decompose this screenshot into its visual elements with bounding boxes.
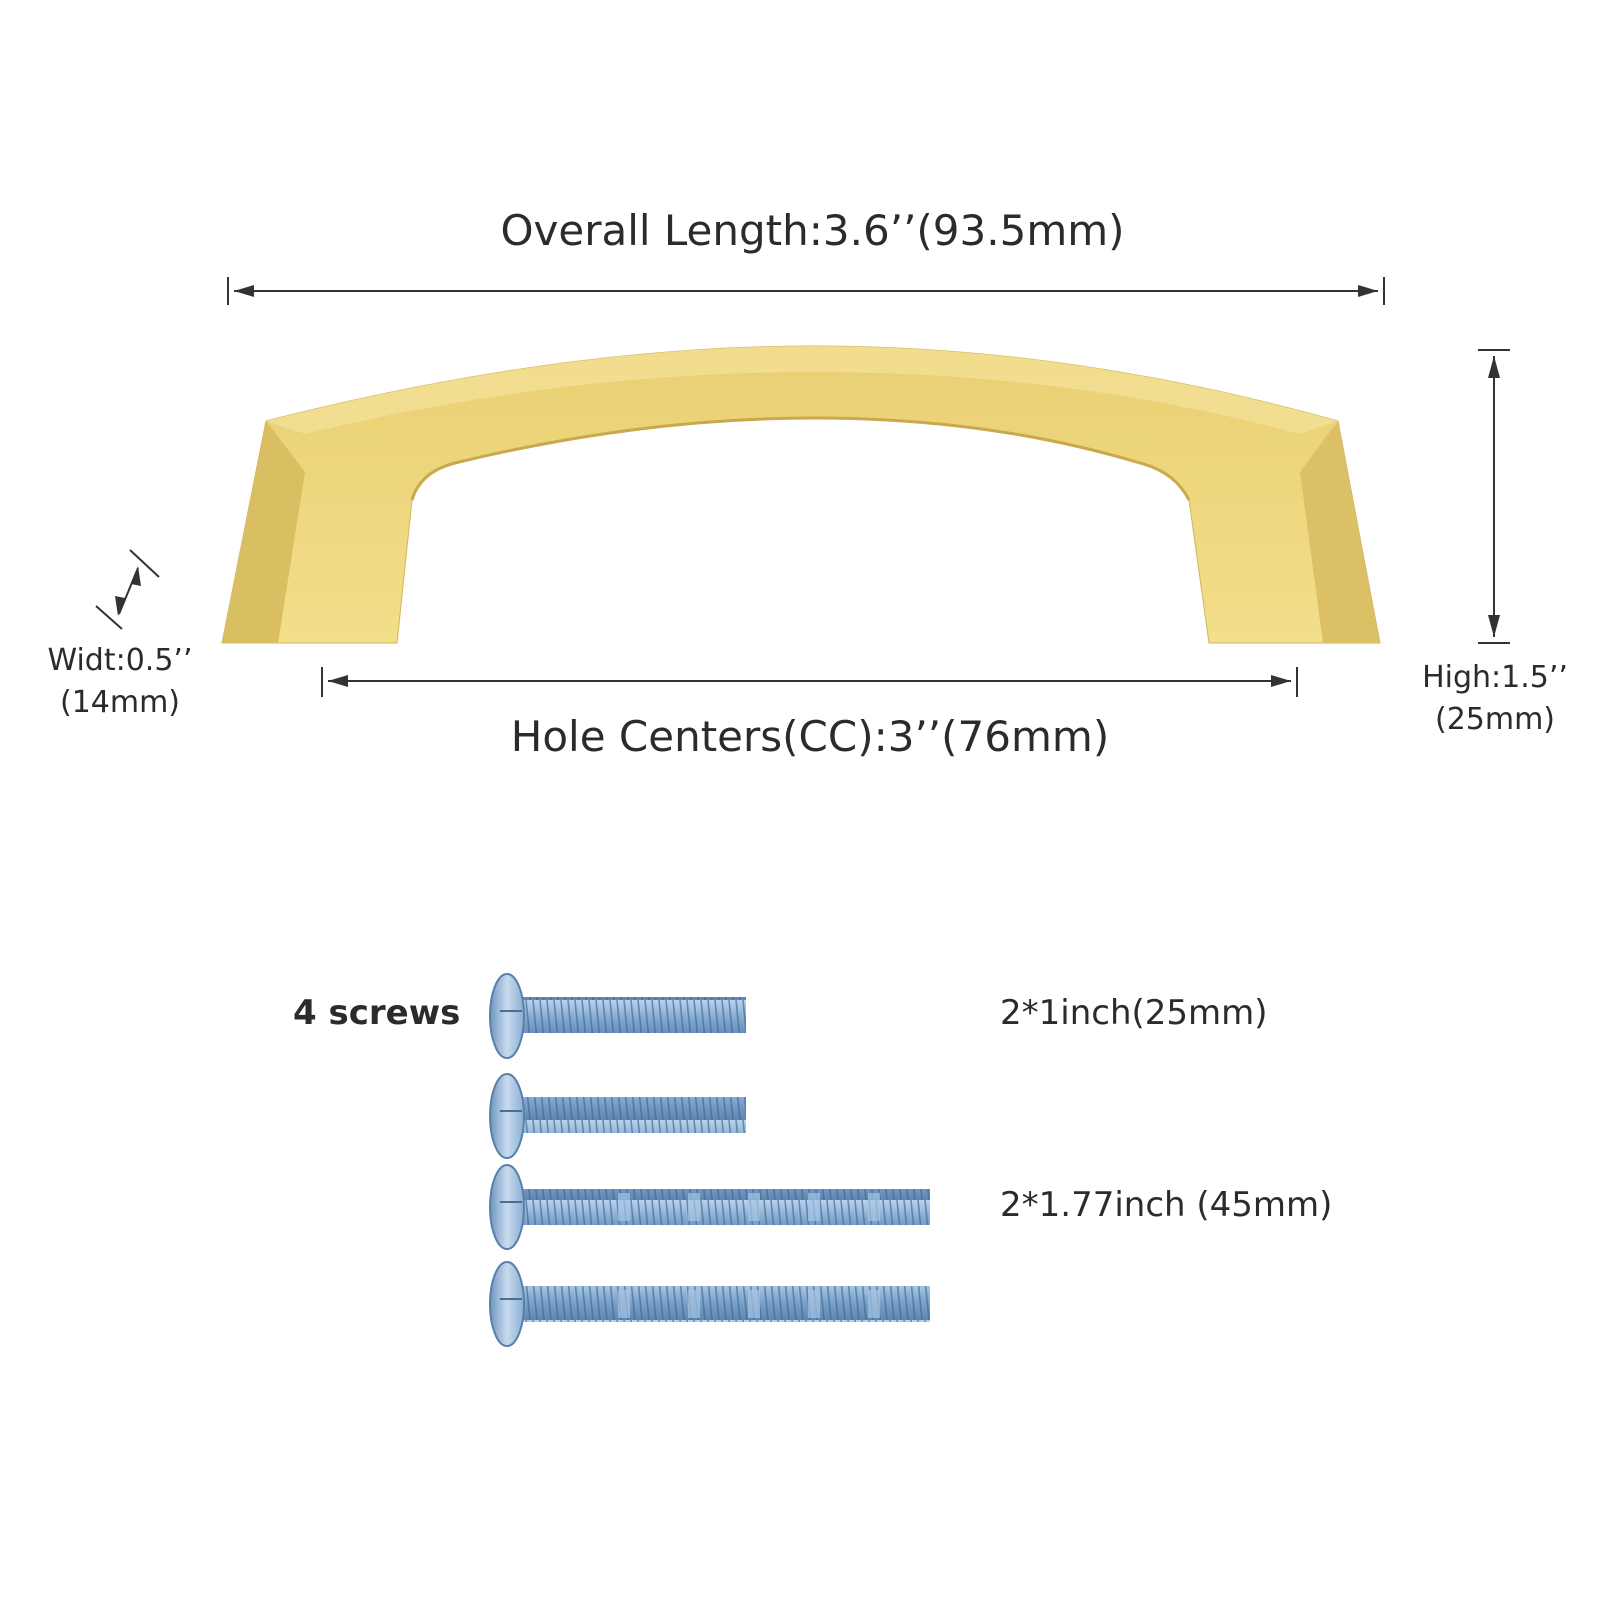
cabinet-handle xyxy=(221,345,1381,644)
overall-length-label: Overall Length:3.6’’(93.5mm) xyxy=(500,206,1125,255)
width-label: Widt:0.5’’ (14mm) xyxy=(20,640,220,724)
overall-length-dimension xyxy=(227,277,1385,305)
long-screw-spec: 2*1.77inch (45mm) xyxy=(1000,1185,1333,1225)
handle-inner-edge xyxy=(410,416,1191,501)
height-label-line1: High:1.5’’ xyxy=(1422,660,1568,695)
screw-short-2 xyxy=(489,1073,746,1159)
screw-short-1 xyxy=(489,973,746,1059)
width-label-line2-text: (14mm) xyxy=(59,685,181,720)
hole-centers-label: Hole Centers(CC):3’’(76mm) xyxy=(510,712,1110,761)
width-label-line1: Widt:0.5’’ xyxy=(47,643,193,678)
short-screw-spec: 2*1inch(25mm) xyxy=(1000,993,1268,1033)
screw-count-label: 4 screws xyxy=(293,993,461,1033)
height-label: High:1.5’’ (25mm) xyxy=(1400,657,1590,741)
height-label-line2: (25mm) xyxy=(1434,702,1556,737)
width-dimension xyxy=(95,549,160,630)
handle-top-bevel xyxy=(266,346,1338,434)
hole-centers-dimension xyxy=(321,667,1298,697)
height-dimension xyxy=(1478,349,1510,644)
screw-long-2 xyxy=(489,1261,930,1347)
handle-right-bevel xyxy=(1300,421,1380,643)
handle-left-bevel xyxy=(222,421,305,643)
screw-long-1 xyxy=(489,1164,930,1250)
